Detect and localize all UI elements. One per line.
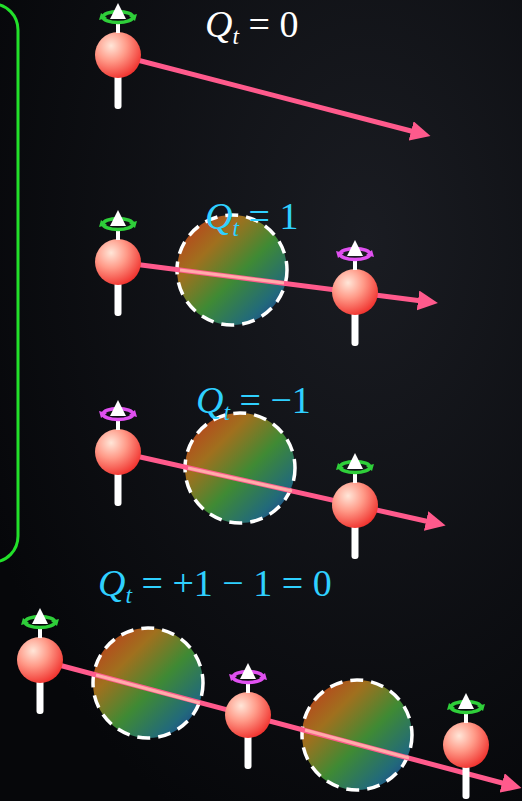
particle xyxy=(95,21,141,109)
frame-border xyxy=(0,4,18,562)
particle xyxy=(332,258,378,346)
dashed-region xyxy=(302,680,412,790)
charge-label: Qt = +1 − 1 = 0 xyxy=(98,563,332,609)
particle xyxy=(17,626,63,714)
particle xyxy=(443,711,489,799)
arrow-glow xyxy=(96,675,200,703)
dashed-region xyxy=(93,628,203,738)
momentum-arrow xyxy=(118,452,430,522)
particle xyxy=(332,471,378,559)
momentum-arrow xyxy=(40,660,506,784)
spin-rotation xyxy=(99,3,137,23)
spin-rotation xyxy=(447,693,485,713)
particle xyxy=(95,418,141,506)
spin-rotation xyxy=(21,608,59,628)
spin-rotation xyxy=(336,453,374,473)
spin-rotation xyxy=(99,210,137,230)
charge-label: Qt = 1 xyxy=(205,196,298,242)
arrow-glow xyxy=(188,468,292,491)
arrow-glow xyxy=(180,270,284,283)
arrow-glow xyxy=(305,730,409,758)
momentum-arrow xyxy=(118,55,415,132)
spin-rotation xyxy=(229,663,267,683)
charge-label: Qt = −1 xyxy=(196,380,311,426)
particle xyxy=(225,681,271,769)
spin-rotation xyxy=(99,400,137,420)
spin-rotation xyxy=(336,240,374,260)
charge-label: Qt = 0 xyxy=(205,4,298,50)
dashed-region xyxy=(185,413,295,523)
particle xyxy=(95,228,141,316)
